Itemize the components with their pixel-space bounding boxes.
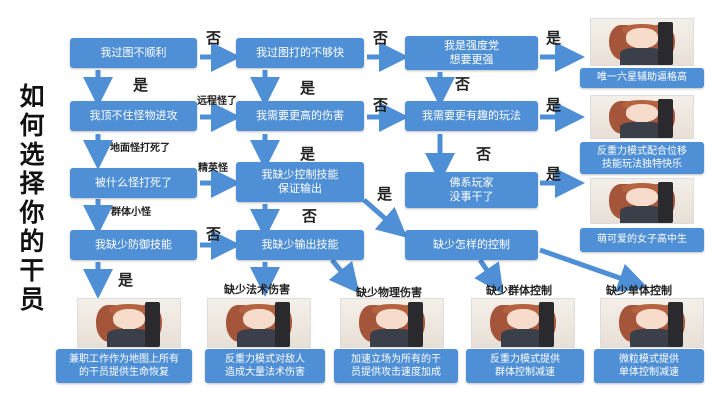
label-yes: 是 — [300, 79, 316, 97]
label-no: 否 — [206, 29, 222, 47]
label-no: 否 — [373, 96, 389, 114]
label-lack-group: 缺少群体控制 — [486, 284, 552, 297]
box-c2r1: 我过图打的不够快 — [236, 38, 364, 68]
operator-portrait — [600, 298, 704, 348]
box-c3r1: 我是强度党 想要更强 — [405, 36, 538, 70]
operator-portrait — [590, 18, 694, 66]
box-bottom2: 反重力模式对敌人 造成大量法术伤害 — [205, 349, 325, 383]
operator-portrait — [590, 178, 694, 224]
box-right2: 反重力模式配合位移 技能玩法独特快乐 — [580, 142, 704, 174]
label-yes: 是 — [133, 76, 149, 94]
label-no: 否 — [455, 75, 471, 93]
operator-portrait — [77, 298, 181, 348]
box-c1r1: 我过图不顺利 — [70, 38, 197, 68]
box-c1r2: 我顶不住怪物进攻 — [70, 101, 197, 131]
label-lack-single: 缺少单体控制 — [606, 284, 672, 297]
box-bottom4: 反重力模式提供 群体控制减速 — [466, 349, 584, 383]
box-c1r4: 我缺少防御技能 — [70, 230, 197, 260]
label-lack-phys: 缺少物理伤害 — [356, 286, 422, 299]
box-c3r4: 缺少怎样的控制 — [405, 230, 538, 260]
box-c2r3: 我缺少控制技能 保证输出 — [236, 162, 364, 202]
arrow — [328, 258, 360, 294]
label-yes: 是 — [300, 145, 316, 163]
label-kill-air: 远程怪了 — [197, 96, 237, 107]
label-kill-elite: 精英怪 — [198, 163, 228, 174]
box-c3r2: 我需要更有趣的玩法 — [405, 101, 538, 131]
operator-portrait — [471, 298, 575, 348]
diagram-title: 如何选择你的干员 — [19, 82, 45, 314]
operator-portrait — [340, 298, 444, 348]
label-lack-arts: 缺少法术伤害 — [224, 283, 290, 296]
operator-portrait — [207, 298, 311, 348]
label-kill-group: 群体小怪 — [111, 207, 151, 218]
label-yes: 是 — [377, 185, 393, 203]
label-no: 否 — [206, 225, 222, 243]
arrow — [474, 258, 504, 295]
arrow — [539, 247, 649, 293]
label-yes: 是 — [546, 165, 562, 183]
box-right3: 萌可爱的女子高中生 — [580, 228, 704, 252]
box-c2r4: 我缺少输出技能 — [236, 230, 364, 260]
box-bottom1: 兼职工作作为地图上所有 的干员提供生命恢复 — [56, 349, 192, 383]
box-bottom5: 微粒模式提供 单体控制减速 — [594, 349, 704, 383]
label-kill-floor: 地面怪打死了 — [110, 143, 170, 154]
box-right1: 唯一六星辅助逼格高 — [580, 68, 704, 88]
label-no: 否 — [373, 29, 389, 47]
box-c2r2: 我需要更高的伤害 — [236, 101, 364, 131]
box-c3r3: 佛系玩家 没事干了 — [405, 172, 538, 208]
box-c1r3: 被什么怪打死了 — [70, 168, 197, 198]
label-yes: 是 — [546, 96, 562, 114]
label-yes: 是 — [118, 271, 134, 289]
arrow — [362, 198, 408, 238]
label-yes: 是 — [546, 29, 562, 47]
label-no: 否 — [302, 207, 318, 225]
label-no: 否 — [476, 145, 492, 163]
operator-portrait — [590, 95, 694, 139]
box-bottom3: 加速立场为所有的干 员提供攻击速度加成 — [334, 349, 458, 383]
